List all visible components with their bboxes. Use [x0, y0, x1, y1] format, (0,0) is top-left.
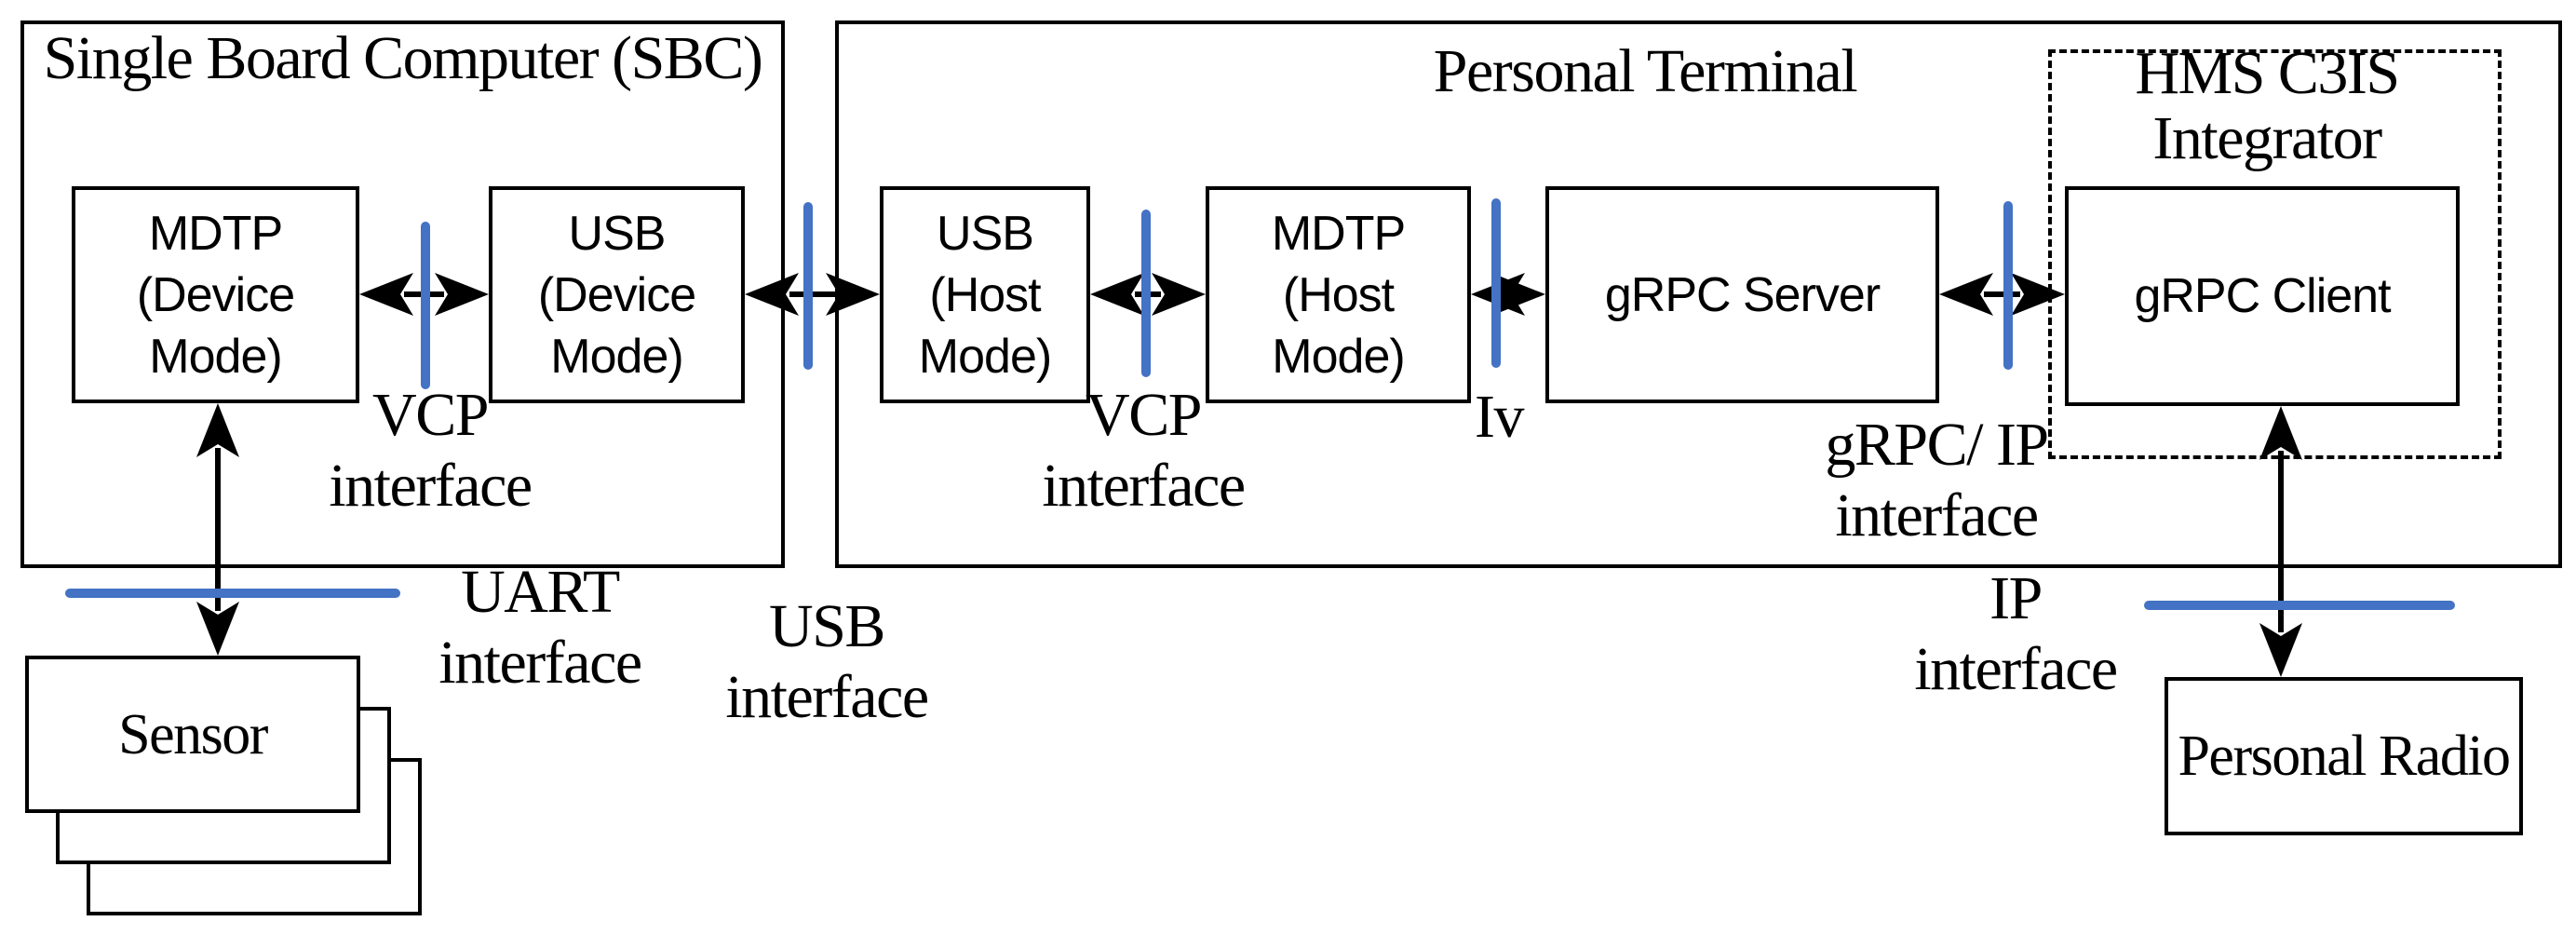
grpc-client-label: gRPC Client — [2134, 269, 2391, 323]
iv-line1: Iv — [1475, 383, 1524, 451]
grpc-ip-line1: gRPC/ IP — [1825, 411, 2049, 479]
uart-interface-label: UART interface — [354, 557, 726, 698]
grpc-client-box: gRPC Client — [2065, 186, 2460, 406]
usb-host-line2: (Host — [929, 267, 1041, 322]
usb-device-mode-box: USB (Device Mode) — [489, 186, 745, 403]
integrator-title-line1: HMS C3IS — [2135, 39, 2400, 107]
mdtp-device-line1: MDTP — [148, 206, 283, 261]
uart-interface-bar — [65, 589, 400, 598]
uart-line2: interface — [438, 629, 642, 697]
iv-interface-label: Iv — [1313, 382, 1685, 453]
usb-device-line2: (Device — [537, 267, 696, 322]
integrator-title-line2: Integrator — [2152, 104, 2382, 172]
usb-device-line1: USB — [568, 206, 667, 261]
ip-line2: interface — [1914, 635, 2118, 703]
usb-label-line1: USB — [769, 592, 885, 660]
usb-label-line2: interface — [725, 663, 929, 731]
grpc-ip-line2: interface — [1835, 481, 2039, 549]
grpc-server-box: gRPC Server — [1545, 186, 1939, 403]
hms-c3is-integrator-title: HMS C3IS Integrator — [2034, 41, 2500, 171]
mdtp-host-line2: (Host — [1282, 267, 1395, 322]
vcp-interface-label-terminal: VCP interface — [957, 380, 1329, 522]
usb-interface-label: USB interface — [641, 591, 1013, 733]
usb-interface-bar — [803, 202, 813, 370]
grpc-ip-interface-label: gRPC/ IP interface — [1750, 410, 2123, 551]
grpc-server-label: gRPC Server — [1604, 267, 1881, 322]
usb-device-line3: Mode) — [550, 329, 683, 384]
personal-radio-label: Personal Radio — [2178, 725, 2511, 788]
usb-host-mode-box: USB (Host Mode) — [880, 186, 1090, 403]
mdtp-device-mode-box: MDTP (Device Mode) — [72, 186, 359, 403]
personal-terminal-title: Personal Terminal — [1433, 37, 1858, 105]
usb-host-line3: Mode) — [918, 329, 1052, 384]
personal-radio-box: Personal Radio — [2165, 677, 2523, 835]
usb-host-line1: USB — [937, 206, 1034, 261]
mdtp-host-line1: MDTP — [1271, 206, 1406, 261]
vcp-sbc-line1: VCP — [372, 381, 489, 449]
sensor-label: Sensor — [118, 702, 268, 766]
ip-interface-label: IP interface — [1829, 563, 2202, 705]
vcp-pt-line2: interface — [1042, 452, 1246, 520]
sensor-box: Sensor — [25, 656, 360, 813]
vcp-pt-line1: VCP — [1086, 381, 1202, 449]
uart-line1: UART — [461, 558, 620, 626]
ip-line1: IP — [1989, 564, 2043, 632]
vcp-sbc-line2: interface — [329, 452, 533, 520]
mdtp-host-line3: Mode) — [1272, 329, 1405, 384]
vcp-interface-label-sbc: VCP interface — [244, 380, 616, 522]
mdtp-device-line3: Mode) — [149, 329, 282, 384]
sbc-title: Single Board Computer (SBC) — [43, 24, 763, 92]
mdtp-host-mode-box: MDTP (Host Mode) — [1206, 186, 1471, 403]
mdtp-device-line2: (Device — [136, 267, 295, 322]
